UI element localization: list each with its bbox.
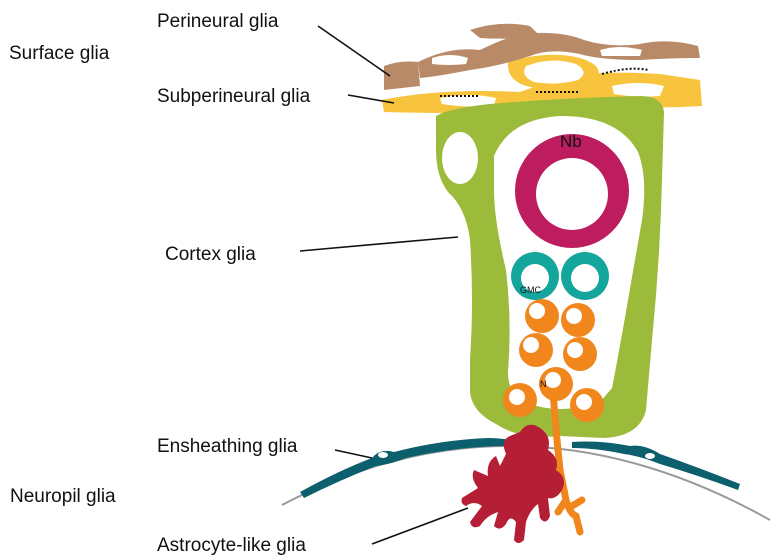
label-cortex-glia: Cortex glia <box>165 244 256 265</box>
label-surface-glia: Surface glia <box>9 43 110 64</box>
label-astrocyte-like-glia: Astrocyte-like glia <box>157 535 306 556</box>
label-neuropil-glia: Neuropil glia <box>10 486 116 507</box>
label-perineural-glia: Perineural glia <box>157 11 279 32</box>
neuroblast-nb <box>515 134 629 248</box>
label-nb: Nb <box>560 132 582 151</box>
label-subperineural-glia: Subperineural glia <box>157 86 311 107</box>
label-ensheathing-glia: Ensheathing glia <box>157 436 298 457</box>
label-gmc: GMC <box>520 285 541 295</box>
label-n: N <box>540 379 547 389</box>
